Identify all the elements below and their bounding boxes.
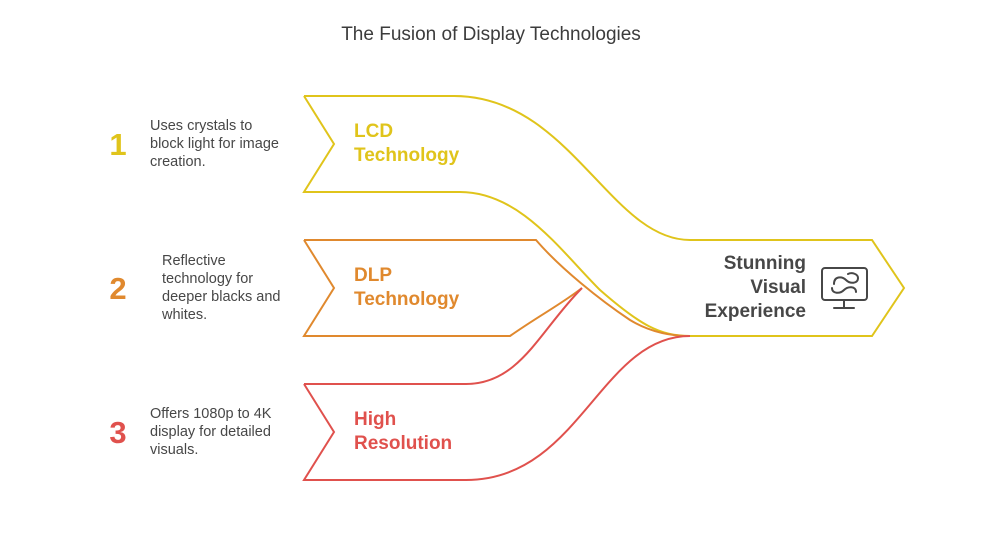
step-number-3: 3 bbox=[109, 415, 127, 450]
label-line: Resolution bbox=[354, 433, 453, 454]
step-number-2: 2 bbox=[109, 271, 127, 306]
step-description-3: Offers 1080p to 4K display for detailed … bbox=[150, 405, 271, 459]
step-description-1: Uses crystals to block light for image c… bbox=[150, 117, 279, 171]
description-line: creation. bbox=[150, 154, 206, 170]
description-line: deeper blacks and bbox=[162, 289, 281, 305]
result-label-line: Experience bbox=[704, 301, 806, 322]
label-line: LCD bbox=[354, 121, 394, 142]
page-title: The Fusion of Display Technologies bbox=[341, 24, 641, 45]
description-line: Reflective bbox=[162, 253, 226, 269]
description-line: block light for image bbox=[150, 136, 279, 152]
description-line: technology for bbox=[162, 271, 254, 287]
step-number-1: 1 bbox=[109, 127, 127, 162]
result-label-line: Stunning bbox=[723, 253, 806, 274]
step-description-2: Reflective technology for deeper blacks … bbox=[162, 252, 281, 324]
description-line: display for detailed bbox=[150, 424, 271, 440]
result-label-line: Visual bbox=[750, 277, 806, 298]
description-line: Offers 1080p to 4K bbox=[150, 406, 272, 422]
high-resolution-label: High Resolution bbox=[354, 408, 452, 456]
monitor-icon bbox=[821, 267, 868, 309]
label-line: Technology bbox=[354, 289, 460, 310]
dlp-technology-label: DLP Technology bbox=[354, 264, 459, 312]
description-line: whites. bbox=[162, 307, 208, 323]
dlp-ribbon-shape bbox=[302, 239, 691, 337]
description-line: Uses crystals to bbox=[150, 118, 253, 134]
lcd-technology-label: LCD Technology bbox=[354, 120, 459, 168]
result-label: Stunning Visual Experience bbox=[686, 252, 806, 324]
result-arrow-shape bbox=[690, 239, 906, 337]
label-line: Technology bbox=[354, 145, 460, 166]
lcd-ribbon-shape bbox=[302, 95, 691, 337]
label-line: High bbox=[354, 409, 397, 430]
description-line: visuals. bbox=[150, 442, 199, 458]
label-line: DLP bbox=[354, 265, 392, 286]
high-resolution-ribbon-shape bbox=[302, 287, 691, 481]
